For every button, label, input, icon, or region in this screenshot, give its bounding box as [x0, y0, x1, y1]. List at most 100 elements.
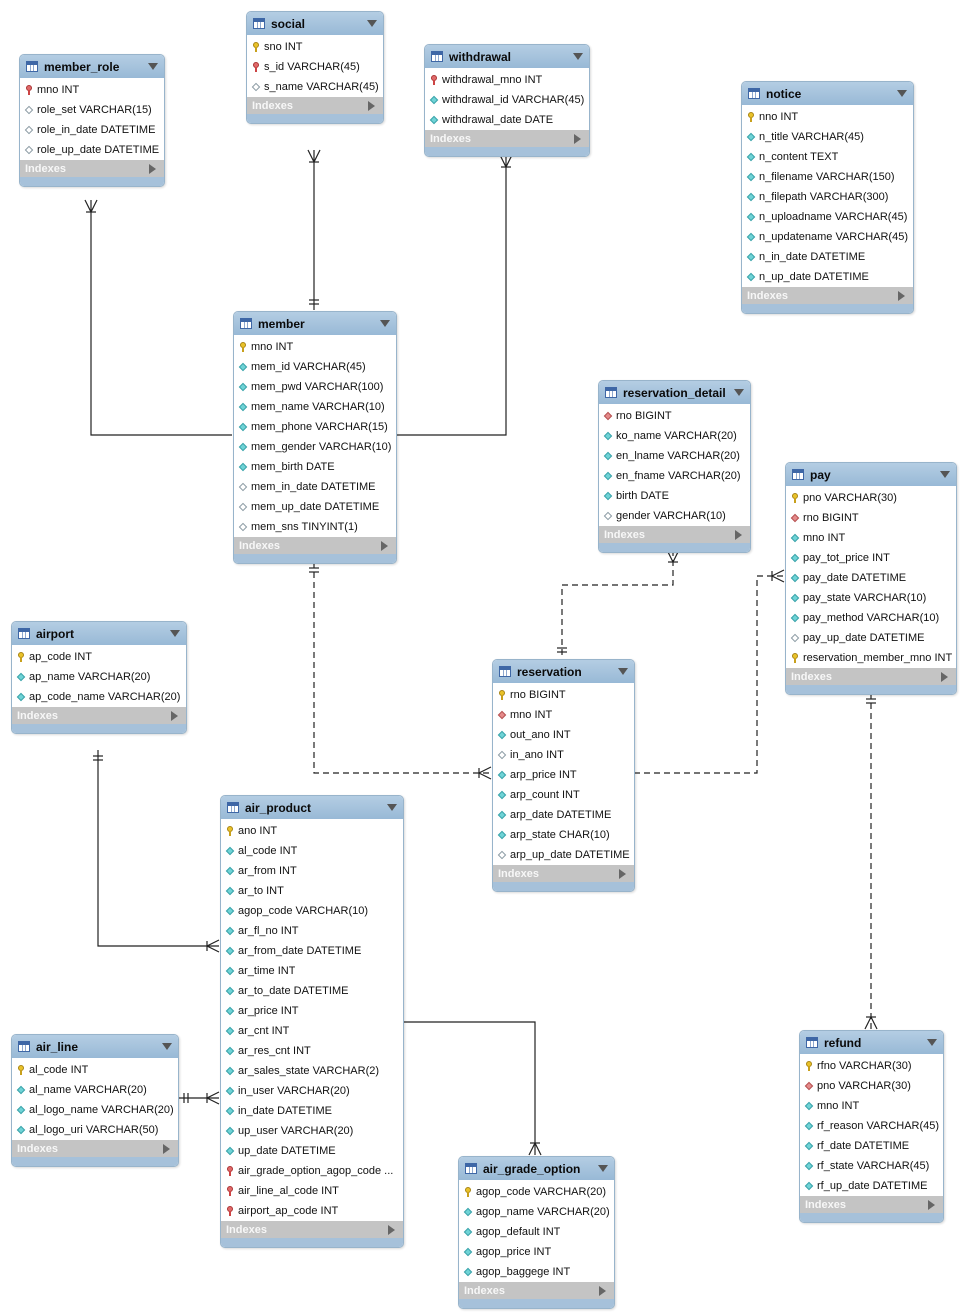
- column-row[interactable]: arp_state CHAR(10): [493, 825, 634, 845]
- column-row[interactable]: mem_pwd VARCHAR(100): [234, 377, 396, 397]
- column-row[interactable]: reservation_member_mno INT: [786, 648, 956, 668]
- column-row[interactable]: ap_code INT: [12, 647, 186, 667]
- column-row[interactable]: in_user VARCHAR(20): [221, 1081, 403, 1101]
- table-header[interactable]: member_role: [20, 55, 164, 78]
- column-row[interactable]: agop_baggege INT: [459, 1262, 614, 1282]
- table-header[interactable]: withdrawal: [425, 45, 589, 68]
- collapse-arrow-icon[interactable]: [940, 471, 950, 478]
- column-row[interactable]: n_content TEXT: [742, 147, 913, 167]
- collapse-arrow-icon[interactable]: [897, 90, 907, 97]
- expand-arrow-icon[interactable]: [941, 671, 948, 682]
- expand-arrow-icon[interactable]: [381, 540, 388, 551]
- indexes-section[interactable]: Indexes: [786, 668, 956, 685]
- column-row[interactable]: en_lname VARCHAR(20): [599, 446, 750, 466]
- column-row[interactable]: s_name VARCHAR(45): [247, 77, 383, 97]
- table-header[interactable]: pay: [786, 463, 956, 486]
- column-row[interactable]: pay_tot_price INT: [786, 548, 956, 568]
- column-row[interactable]: pay_state VARCHAR(10): [786, 588, 956, 608]
- table-header[interactable]: air_grade_option: [459, 1157, 614, 1180]
- indexes-section[interactable]: Indexes: [221, 1221, 403, 1238]
- collapse-arrow-icon[interactable]: [162, 1043, 172, 1050]
- expand-arrow-icon[interactable]: [574, 133, 581, 144]
- column-row[interactable]: n_up_date DATETIME: [742, 267, 913, 287]
- column-row[interactable]: al_code INT: [221, 841, 403, 861]
- column-row[interactable]: pno VARCHAR(30): [786, 488, 956, 508]
- column-row[interactable]: mno INT: [20, 80, 164, 100]
- column-row[interactable]: pay_date DATETIME: [786, 568, 956, 588]
- column-row[interactable]: ar_time INT: [221, 961, 403, 981]
- column-row[interactable]: n_filename VARCHAR(150): [742, 167, 913, 187]
- expand-arrow-icon[interactable]: [171, 710, 178, 721]
- column-row[interactable]: mem_id VARCHAR(45): [234, 357, 396, 377]
- column-row[interactable]: withdrawal_id VARCHAR(45): [425, 90, 589, 110]
- table-header[interactable]: member: [234, 312, 396, 335]
- column-row[interactable]: rno BIGINT: [493, 685, 634, 705]
- column-row[interactable]: ar_price INT: [221, 1001, 403, 1021]
- indexes-section[interactable]: Indexes: [742, 287, 913, 304]
- column-row[interactable]: agop_code VARCHAR(20): [459, 1182, 614, 1202]
- column-row[interactable]: birth DATE: [599, 486, 750, 506]
- column-row[interactable]: n_title VARCHAR(45): [742, 127, 913, 147]
- column-row[interactable]: withdrawal_date DATE: [425, 110, 589, 130]
- column-row[interactable]: ap_name VARCHAR(20): [12, 667, 186, 687]
- column-row[interactable]: ar_from INT: [221, 861, 403, 881]
- column-row[interactable]: agop_default INT: [459, 1222, 614, 1242]
- column-row[interactable]: ar_to_date DATETIME: [221, 981, 403, 1001]
- column-row[interactable]: rno BIGINT: [786, 508, 956, 528]
- indexes-section[interactable]: Indexes: [599, 526, 750, 543]
- column-row[interactable]: ar_from_date DATETIME: [221, 941, 403, 961]
- table-header[interactable]: social: [247, 12, 383, 35]
- column-row[interactable]: mem_birth DATE: [234, 457, 396, 477]
- column-row[interactable]: arp_price INT: [493, 765, 634, 785]
- indexes-section[interactable]: Indexes: [20, 160, 164, 177]
- indexes-section[interactable]: Indexes: [800, 1196, 943, 1213]
- column-row[interactable]: mem_up_date DATETIME: [234, 497, 396, 517]
- column-row[interactable]: gender VARCHAR(10): [599, 506, 750, 526]
- collapse-arrow-icon[interactable]: [734, 389, 744, 396]
- column-row[interactable]: al_code INT: [12, 1060, 178, 1080]
- column-row[interactable]: nno INT: [742, 107, 913, 127]
- expand-arrow-icon[interactable]: [898, 290, 905, 301]
- column-row[interactable]: arp_up_date DATETIME: [493, 845, 634, 865]
- column-row[interactable]: mno INT: [800, 1096, 943, 1116]
- column-row[interactable]: mno INT: [786, 528, 956, 548]
- column-row[interactable]: al_name VARCHAR(20): [12, 1080, 178, 1100]
- column-row[interactable]: ar_to INT: [221, 881, 403, 901]
- indexes-section[interactable]: Indexes: [459, 1282, 614, 1299]
- column-row[interactable]: role_in_date DATETIME: [20, 120, 164, 140]
- column-row[interactable]: ano INT: [221, 821, 403, 841]
- expand-arrow-icon[interactable]: [619, 868, 626, 879]
- column-row[interactable]: rf_up_date DATETIME: [800, 1176, 943, 1196]
- column-row[interactable]: mem_gender VARCHAR(10): [234, 437, 396, 457]
- table-header[interactable]: reservation_detail: [599, 381, 750, 404]
- indexes-section[interactable]: Indexes: [493, 865, 634, 882]
- collapse-arrow-icon[interactable]: [387, 804, 397, 811]
- column-row[interactable]: mem_in_date DATETIME: [234, 477, 396, 497]
- column-row[interactable]: rno BIGINT: [599, 406, 750, 426]
- table-header[interactable]: air_product: [221, 796, 403, 819]
- expand-arrow-icon[interactable]: [163, 1143, 170, 1154]
- indexes-section[interactable]: Indexes: [425, 130, 589, 147]
- table-header[interactable]: notice: [742, 82, 913, 105]
- expand-arrow-icon[interactable]: [149, 163, 156, 174]
- column-row[interactable]: ar_res_cnt INT: [221, 1041, 403, 1061]
- column-row[interactable]: n_updatename VARCHAR(45): [742, 227, 913, 247]
- column-row[interactable]: in_ano INT: [493, 745, 634, 765]
- column-row[interactable]: agop_name VARCHAR(20): [459, 1202, 614, 1222]
- column-row[interactable]: rfno VARCHAR(30): [800, 1056, 943, 1076]
- collapse-arrow-icon[interactable]: [618, 668, 628, 675]
- expand-arrow-icon[interactable]: [599, 1285, 606, 1296]
- column-row[interactable]: mem_name VARCHAR(10): [234, 397, 396, 417]
- column-row[interactable]: up_date DATETIME: [221, 1141, 403, 1161]
- indexes-section[interactable]: Indexes: [234, 537, 396, 554]
- column-row[interactable]: withdrawal_mno INT: [425, 70, 589, 90]
- collapse-arrow-icon[interactable]: [598, 1165, 608, 1172]
- column-row[interactable]: ar_sales_state VARCHAR(2): [221, 1061, 403, 1081]
